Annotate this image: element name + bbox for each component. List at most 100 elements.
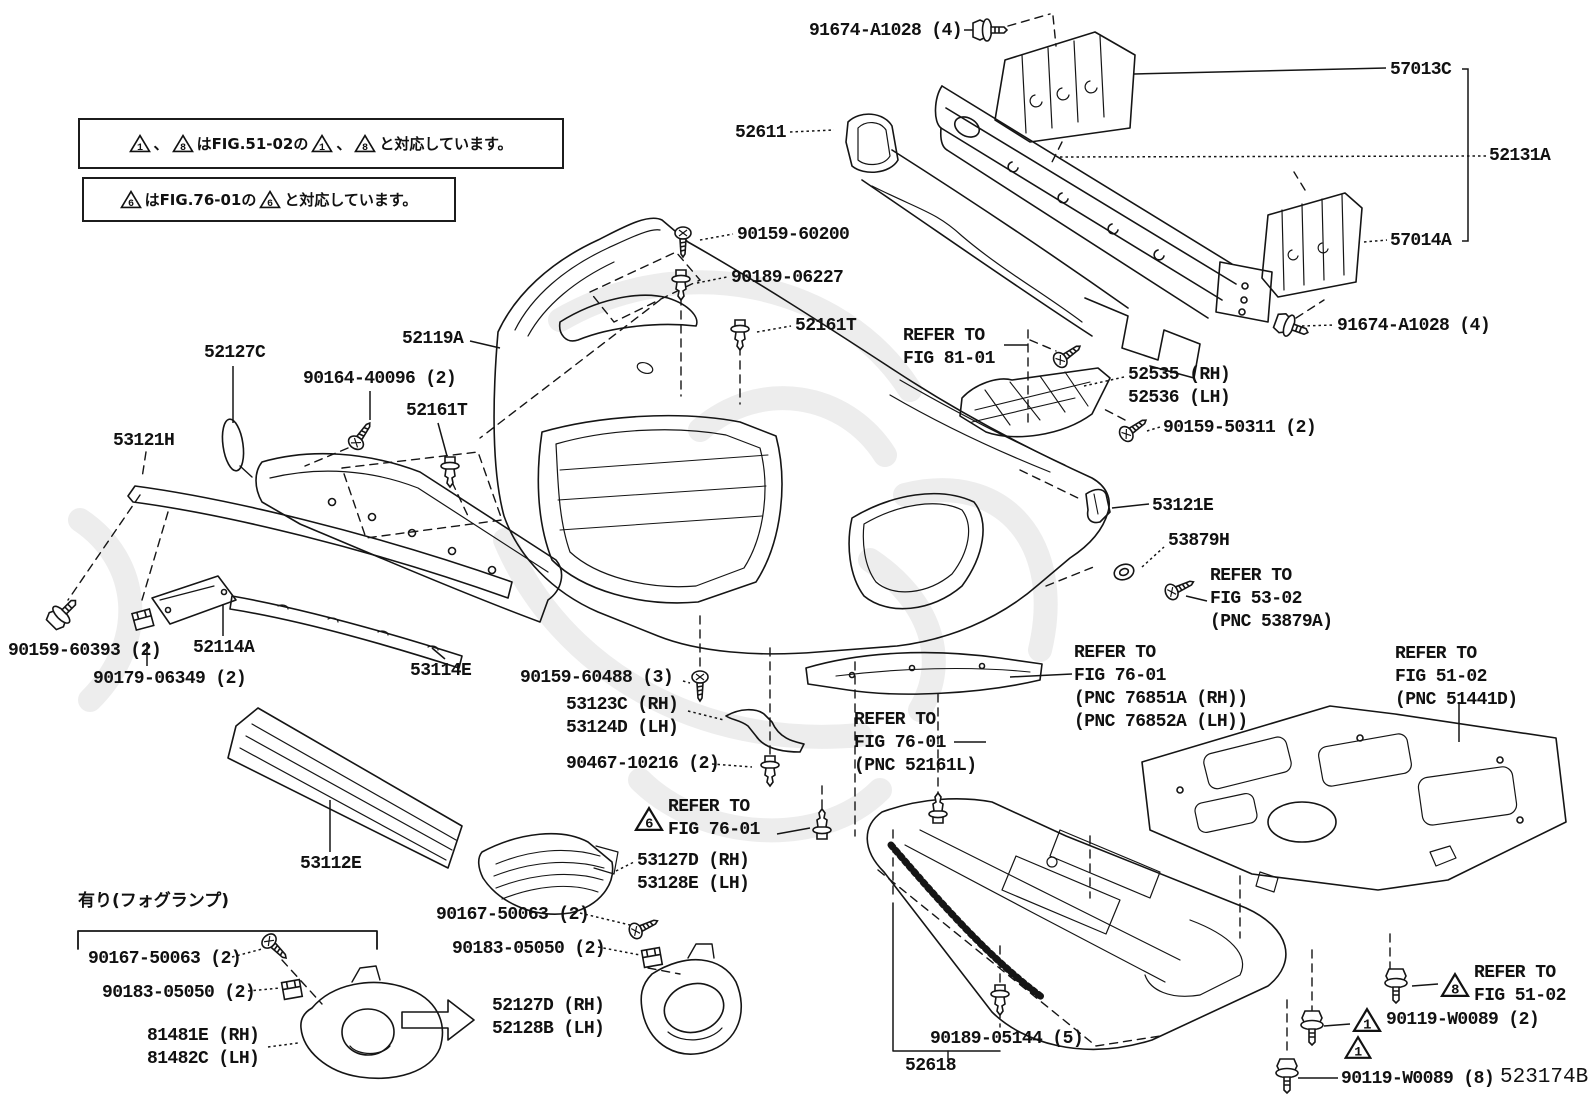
label-90119-w0089-8: 90119-W0089 (8): [1341, 1068, 1495, 1091]
label-57014a: 57014A: [1390, 230, 1452, 253]
part-label-line: 90159-50311 (2): [1163, 418, 1317, 438]
part-label-line: 90183-05050 (2): [102, 983, 256, 1003]
label-90159-60393: 90159-60393 (2): [8, 640, 162, 663]
part-label-line: 有り(フォグランプ): [78, 891, 230, 911]
label-53112e: 53112E: [300, 853, 362, 876]
part-label-line: REFER TO: [668, 797, 750, 817]
label-90179-06349: 90179-06349 (2): [93, 668, 247, 691]
part-label-line: FIG 53-02: [1210, 589, 1302, 609]
label-53121h: 53121H: [113, 430, 175, 453]
label-53879h: 53879H: [1168, 530, 1230, 553]
ref-fig-76-01-tri6: 6 REFER TO FIG 76-01: [634, 796, 760, 842]
warning-triangle-1: 1: [128, 134, 151, 153]
fog-lamp-note: 有り(フォグランプ): [78, 890, 229, 913]
label-53127d-53128e: 53127D (RH) 53128E (LH): [637, 850, 750, 896]
svg-text:1: 1: [1354, 1045, 1362, 1060]
note-text: はFIG.76-01の: [144, 191, 257, 209]
svg-text:6: 6: [128, 199, 134, 209]
part-label-line: 52131A: [1489, 146, 1551, 166]
label-52127c: 52127C: [204, 342, 266, 365]
part-label-line: 52618: [905, 1056, 957, 1076]
warning-triangle-1: 1: [1352, 1007, 1382, 1033]
part-label-line: 53123C (RH): [566, 695, 679, 715]
part-label-line: 90164-40096 (2): [303, 369, 457, 389]
svg-text:8: 8: [180, 143, 186, 153]
part-label-line: REFER TO: [1210, 566, 1292, 586]
part-label-line: 90159-60488 (3): [520, 668, 674, 688]
label-90189-05144: 90189-05144 (5): [930, 1028, 1084, 1051]
part-label-line: REFER TO: [903, 326, 985, 346]
part-label-line: 53879H: [1168, 531, 1230, 551]
label-57013c: 57013C: [1390, 59, 1452, 82]
label-52161t-upper: 52161T: [795, 315, 857, 338]
label-52161t-left: 52161T: [406, 400, 468, 423]
part-label-line: 53127D (RH): [637, 851, 750, 871]
note-text: 、: [336, 135, 352, 153]
part-label-line: 523174B: [1500, 1066, 1589, 1089]
diagram-code: 523174B: [1500, 1066, 1588, 1089]
part-label-line: REFER TO: [854, 710, 936, 730]
label-91674-a1028-right: 91674-A1028 (4): [1337, 315, 1491, 338]
label-90183-05050-fog: 90183-05050 (2): [102, 982, 256, 1005]
part-label-line: 53124D (LH): [566, 718, 679, 738]
part-label-line: 52535 (RH): [1128, 365, 1231, 385]
part-label-line: FIG 76-01: [668, 820, 760, 840]
part-label-line: 90189-05144 (5): [930, 1029, 1084, 1049]
label-52114a: 52114A: [193, 637, 255, 660]
tri-1-marker: 1: [1344, 1035, 1372, 1060]
part-label-line: 52161T: [406, 401, 468, 421]
part-label-line: 90189-06227: [731, 268, 844, 288]
label-52131a: 52131A: [1489, 145, 1551, 168]
part-label-line: 53112E: [300, 854, 362, 874]
part-label-line: 90119-W0089 (2): [1386, 1009, 1540, 1030]
part-label-line: 90119-W0089 (8): [1341, 1069, 1495, 1089]
note-text: と対応しています。: [379, 135, 513, 153]
label-90159-50311: 90159-50311 (2): [1163, 417, 1317, 440]
part-label-line: 53121H: [113, 431, 175, 451]
part-label-line: 52119A: [402, 329, 464, 349]
part-label-line: 52127C: [204, 343, 266, 363]
part-label-line: 52536 (LH): [1128, 388, 1231, 408]
note-text: と対応しています。: [284, 191, 418, 209]
part-label-line: 52114A: [193, 638, 255, 658]
label-52618: 52618: [905, 1055, 957, 1078]
svg-text:8: 8: [362, 143, 368, 153]
warning-triangle-6: 6: [119, 190, 142, 209]
part-label-line: 57013C: [1390, 60, 1452, 80]
svg-text:1: 1: [319, 143, 325, 153]
warning-triangle-8: 8: [171, 134, 194, 153]
warning-triangle-1: 1: [1344, 1035, 1372, 1060]
label-52611: 52611: [735, 122, 787, 145]
part-label-line: 90167-50063 (2): [436, 905, 590, 925]
part-label-line: 91674-A1028 (4): [808, 21, 963, 41]
part-label-line: 90467-10216 (2): [566, 754, 720, 774]
svg-text:8: 8: [1451, 983, 1459, 998]
part-label-line: 53128E (LH): [637, 874, 750, 894]
warning-triangle-8: 8: [354, 134, 377, 153]
label-91674-a1028-top: 91674-A1028 (4): [808, 20, 963, 43]
label-90159-60200: 90159-60200: [737, 224, 850, 247]
label-90467-10216: 90467-10216 (2): [566, 753, 720, 776]
label-90164-40096: 90164-40096 (2): [303, 368, 457, 391]
label-90183-05050-right: 90183-05050 (2): [452, 938, 606, 961]
part-label-line: 90167-50063 (2): [88, 949, 242, 969]
part-label-line: (PNC 76852A (LH)): [1074, 712, 1248, 732]
svg-text:6: 6: [645, 817, 653, 832]
label-81481e-81482c: 81481E (RH) 81482C (LH): [147, 1025, 260, 1071]
part-label-line: 53121E: [1152, 496, 1214, 516]
part-label-line: 81482C (LH): [147, 1049, 260, 1069]
label-90167-50063-right: 90167-50063 (2): [436, 904, 590, 927]
part-label-line: 90183-05050 (2): [452, 939, 606, 959]
part-label-line: (PNC 53879A): [1210, 612, 1333, 632]
label-52127d-52128b: 52127D (RH)52128B (LH): [492, 995, 605, 1041]
part-label-line: 81481E (RH): [147, 1026, 260, 1046]
part-label-line: FIG 51-02: [1474, 986, 1566, 1006]
warning-triangle-6: 6: [259, 190, 282, 209]
